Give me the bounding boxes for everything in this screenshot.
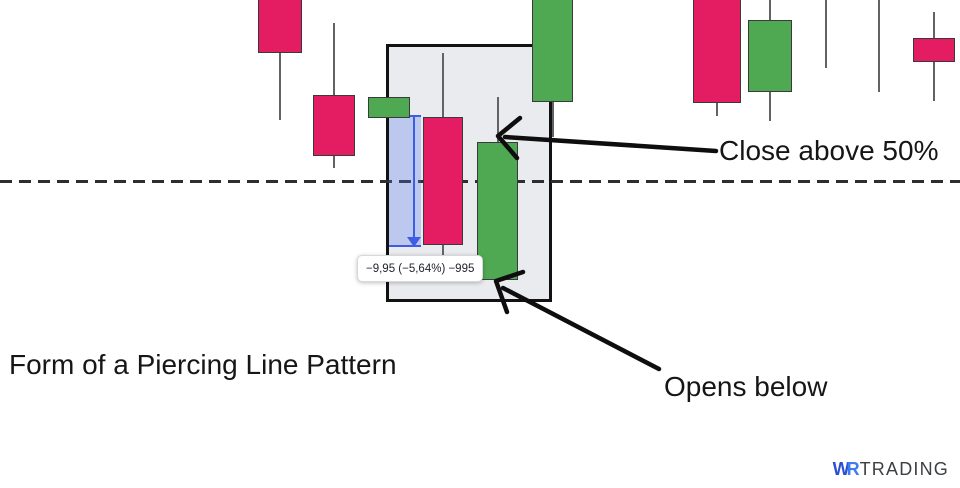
measure-tool-region xyxy=(389,115,421,247)
logo-trading-text: TRADING xyxy=(859,459,949,479)
opens-below-arrow-line xyxy=(500,285,662,372)
logo-wr-monogram: WR xyxy=(832,459,860,479)
measure-tool-arrowhead-icon xyxy=(407,237,421,247)
wr-trading-logo: WR TRADING xyxy=(833,459,949,480)
measure-tooltip: −9,95 (−5,64%) −995 xyxy=(357,255,484,282)
caption-text: Form of a Piercing Line Pattern xyxy=(9,349,397,380)
close-above-label: Close above 50% xyxy=(719,135,939,166)
measure-tool-line xyxy=(413,115,415,239)
opens-below-label: Opens below xyxy=(664,371,828,402)
close-above-arrow-line xyxy=(502,134,719,154)
